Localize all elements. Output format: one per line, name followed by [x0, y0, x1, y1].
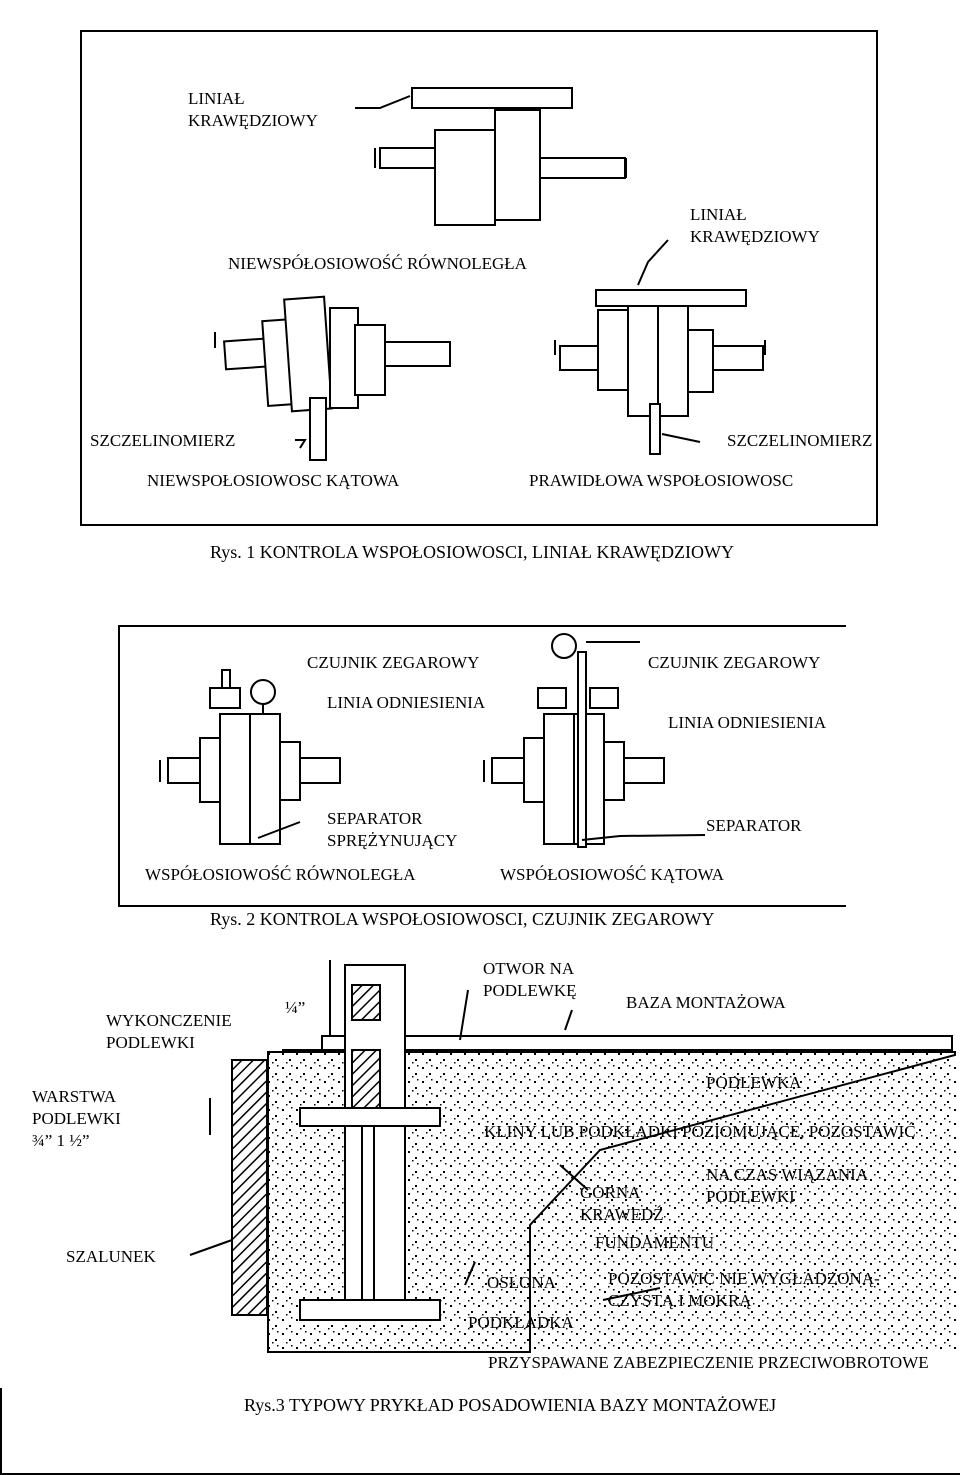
grout-finish-label: WYKONCZENIE PODLEWKI	[106, 1010, 232, 1054]
quarter-inch-label: ¼”	[285, 998, 306, 1017]
fig1-parallel-coupling	[374, 87, 627, 226]
setting-time-label: NA CZAS WIĄZANIA PODLEWKI	[706, 1164, 868, 1208]
angular-misalignment-label: NIEWSPOŁOSIOWOSC KĄTOWA	[147, 471, 400, 490]
fig1-angular-coupling	[214, 295, 451, 461]
dial-indicator-left-label: CZUJNIK ZEGAROWY	[307, 653, 480, 672]
grout-label: PODLEWKA	[706, 1073, 802, 1092]
top-edge-line1: GORNA	[580, 1183, 641, 1202]
grout-finish-line2: PODLEWKI	[106, 1033, 195, 1052]
top-edge-label: GORNA KRAWEDŹ	[580, 1182, 664, 1226]
grout-layer-line2: PODLEWKI	[32, 1109, 121, 1128]
leave-rough-line2: CZYSTĄ I MOKRĄ	[608, 1291, 752, 1310]
grout-layer-line1: WARSTWA	[32, 1087, 117, 1106]
reference-line-left-label: LINIA ODNIESIENIA	[327, 693, 486, 712]
feeler-right-label: SZCZELINOMIERZ	[727, 431, 873, 450]
spacer-label: SEPARATOR	[706, 816, 802, 835]
grout-hole-line2: PODLEWKĘ	[483, 981, 577, 1000]
figure-2-caption: Rys. 2 KONTROLA WSPOŁOSIOWOSCI, CZUJNIK …	[210, 909, 715, 929]
parallel-alignment-label: WSPÓŁOSIOWOŚĆ RÓWNOLEGŁA	[145, 865, 416, 884]
angular-alignment-label: WSPÓŁOSIOWOŚĆ KĄTOWA	[500, 865, 724, 884]
sleeve-label: OSŁONA	[487, 1273, 556, 1292]
ruler-top-label: LINIAŁ KRAWĘDZIOWY	[188, 88, 318, 132]
setting-time-line2: PODLEWKI	[706, 1187, 795, 1206]
spring-spacer-label: SEPARATOR SPRĘŻYNUJĄCY	[327, 808, 457, 852]
grout-hole-label: OTWOR NA PODLEWKĘ	[483, 958, 576, 1002]
ruler-right-line1: LINIAŁ	[690, 205, 747, 224]
parallel-misalignment-label: NIEWSPÓŁOSIOWOŚĆ RÓWNOLEGŁA	[228, 254, 527, 273]
grout-layer-label: WARSTWA PODLEWKI ¾” 1 ½”	[32, 1086, 121, 1152]
dial-indicator-right-label: CZUJNIK ZEGAROWY	[648, 653, 821, 672]
fig3-foundation-section	[231, 960, 958, 1353]
figure-1-caption: Rys. 1 KONTROLA WSPOŁOSIOWOSCI, LINIAŁ K…	[210, 542, 734, 562]
grout-layer-line3: ¾” 1 ½”	[32, 1131, 90, 1150]
formwork-label: SZALUNEK	[66, 1247, 156, 1266]
reference-line-right-label: LINIA ODNIESIENIA	[668, 713, 827, 732]
grout-hole-line1: OTWOR NA	[483, 959, 575, 978]
base-plate-label: BAZA MONTAŻOWA	[626, 993, 786, 1012]
figure-3-caption: Rys.3 TYPOWY PRYKŁAD POSADOWIENIA BAZY M…	[244, 1395, 777, 1415]
setting-time-line1: NA CZAS WIĄZANIA	[706, 1165, 869, 1184]
ruler-right-line2: KRAWĘDZIOWY	[690, 227, 820, 246]
leave-rough-line1: POZOSTAWIC NIE WYGŁADZONĄ-	[608, 1269, 880, 1288]
fig2-angular-setup	[483, 633, 665, 848]
ruler-top-line2: KRAWĘDZIOWY	[188, 111, 318, 130]
spring-spacer-line2: SPRĘŻYNUJĄCY	[327, 831, 458, 850]
ruler-top-line1: LINIAŁ	[188, 89, 245, 108]
foundation-label: FUNDAMENTU	[595, 1233, 714, 1252]
figure-1-frame	[80, 30, 878, 526]
fig1-correct-coupling	[554, 289, 766, 455]
anti-rotation-label: PRZYSPAWANE ZABEZPIECZENIE PRZECIWOBROTO…	[488, 1353, 929, 1372]
correct-alignment-label: PRAWIDŁOWA WSPOŁOSIOWOSC	[529, 471, 794, 490]
grout-finish-line1: WYKONCZENIE	[106, 1011, 232, 1030]
fig2-parallel-setup	[159, 669, 341, 845]
figure-2-frame	[118, 625, 846, 907]
feeler-left-label: SZCZELINOMIERZ	[90, 431, 236, 450]
figure-3-frame	[0, 1388, 960, 1475]
ruler-right-label: LINIAŁ KRAWĘDZIOWY	[690, 204, 820, 248]
top-edge-line2: KRAWEDŹ	[580, 1205, 664, 1224]
spring-spacer-line1: SEPARATOR	[327, 809, 423, 828]
washer-label: PODKŁADKA	[468, 1313, 574, 1332]
wedges-label: KLINY LUB PODKŁADKI POZIOMUJĄCE, POZOSTA…	[484, 1122, 916, 1141]
leave-rough-label: POZOSTAWIC NIE WYGŁADZONĄ- CZYSTĄ I MOKRĄ	[608, 1268, 880, 1312]
